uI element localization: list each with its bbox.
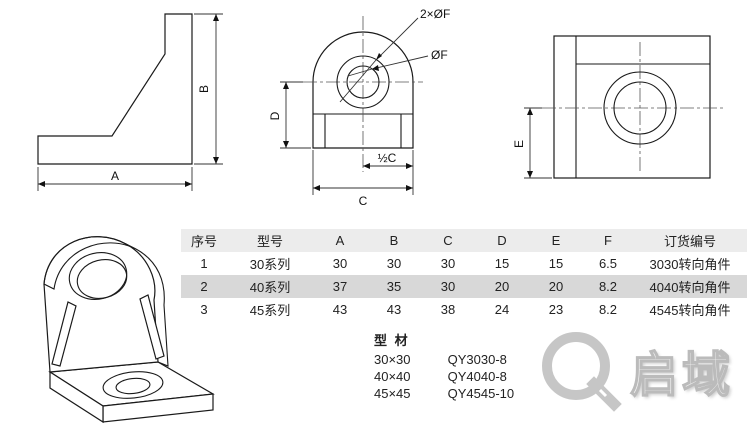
material-item: 45×45 QY4545-10 xyxy=(374,385,514,402)
dim-C: C xyxy=(312,150,414,208)
cell-d: 24 xyxy=(494,302,510,317)
cell-a: 37 xyxy=(332,279,348,294)
bore-outer-circle xyxy=(603,71,677,145)
hole-pattern-label: 2×ØF xyxy=(420,7,450,21)
table-header-row: 序号 型号 A B C D E F 订货编号 xyxy=(181,229,747,252)
cell-f: 8.2 xyxy=(598,302,618,317)
cell-a: 43 xyxy=(332,302,348,317)
plate-hole-inner xyxy=(76,259,128,299)
cell-a: 30 xyxy=(332,256,348,271)
material-size: 40×40 xyxy=(374,369,411,384)
cell-order: 4040转向角件 xyxy=(649,280,731,295)
dim-half-C: ½C xyxy=(363,151,413,169)
brand-name-text: 启域 xyxy=(629,348,735,403)
dim-A-label: A xyxy=(111,169,119,183)
side-view-drawing: B A xyxy=(10,4,250,214)
col-header-d: D xyxy=(497,233,507,248)
cell-c: 38 xyxy=(440,302,456,317)
center-lines xyxy=(303,16,423,172)
col-header-a: A xyxy=(335,233,345,248)
dim-A: A xyxy=(37,167,193,191)
material-item: 40×40 QY4040-8 xyxy=(374,368,514,385)
front-view-svg: 2×ØF ØF D ½C xyxy=(268,7,450,208)
base-hole-inner xyxy=(115,377,151,395)
hole-dia-label: ØF xyxy=(431,48,448,62)
base-hole-outer xyxy=(102,371,164,399)
leader-hole-pattern: 2×ØF xyxy=(339,7,450,103)
col-header-model: 型号 xyxy=(256,234,283,249)
material-code: QY4545-10 xyxy=(447,386,515,401)
table-row: 3 45系列 43 43 38 24 23 8.2 4545转向角件 xyxy=(181,298,747,321)
materials-title: 型 材 xyxy=(374,333,410,348)
left-gusset xyxy=(51,301,77,367)
col-header-b: B xyxy=(389,233,399,248)
front-view-drawing: 2×ØF ØF D ½C xyxy=(268,2,498,220)
cell-b: 30 xyxy=(386,256,402,271)
dim-D: D xyxy=(268,81,311,149)
plate-right-edge xyxy=(135,248,169,367)
cell-d: 20 xyxy=(494,279,510,294)
material-code: QY4040-8 xyxy=(447,369,507,384)
material-item: 30×30 QY3030-8 xyxy=(374,351,514,368)
cell-index: 3 xyxy=(200,302,208,317)
material-size: 30×30 xyxy=(374,352,411,367)
center-lines xyxy=(542,42,724,174)
plate-edges xyxy=(575,36,710,178)
cell-model: 40系列 xyxy=(249,280,291,295)
hole-inner-circle xyxy=(346,65,380,99)
col-header-order: 订货编号 xyxy=(663,234,716,249)
brand-q-logo-icon xyxy=(542,332,622,412)
cell-order: 3030转向角件 xyxy=(649,257,731,272)
cell-index: 1 xyxy=(200,256,208,271)
cell-model: 45系列 xyxy=(249,303,291,318)
dim-half-C-label: ½C xyxy=(378,151,397,165)
right-gusset xyxy=(139,294,165,360)
isometric-view-svg xyxy=(43,236,215,424)
body-outline xyxy=(553,35,711,179)
isometric-view-drawing xyxy=(8,214,248,427)
cell-d: 15 xyxy=(494,256,510,271)
cell-e: 20 xyxy=(548,279,564,294)
material-size: 45×45 xyxy=(374,386,411,401)
dim-E: E xyxy=(512,107,552,179)
cell-c: 30 xyxy=(440,279,456,294)
col-header-f: F xyxy=(604,233,612,248)
dim-B: B xyxy=(194,13,223,165)
bracket-outline xyxy=(37,13,193,165)
cell-f: 6.5 xyxy=(598,256,618,271)
leader-hole-dia: ØF xyxy=(347,48,448,77)
table-row: 2 40系列 37 35 30 20 20 8.2 4040转向角件 xyxy=(181,275,747,298)
col-header-c: C xyxy=(443,233,453,248)
cell-b: 43 xyxy=(386,302,402,317)
brand-watermark: 启域 xyxy=(530,324,734,416)
col-header-e: E xyxy=(551,233,561,248)
dim-E-label: E xyxy=(512,140,526,148)
profile-materials: 型 材 30×30 QY3030-8 40×40 QY4040-8 45×45 … xyxy=(374,332,514,402)
hole-outer-circle xyxy=(336,55,390,109)
cell-index: 2 xyxy=(200,279,208,294)
material-code: QY3030-8 xyxy=(447,352,507,367)
bore-inner-circle xyxy=(613,81,667,135)
table-row: 1 30系列 30 30 30 15 15 6.5 3030转向角件 xyxy=(181,252,747,275)
cell-e: 23 xyxy=(548,302,564,317)
cell-b: 35 xyxy=(386,279,402,294)
spec-table: 序号 型号 A B C D E F 订货编号 1 30系列 30 30 30 1… xyxy=(181,229,747,321)
rear-view-drawing: E xyxy=(512,8,742,208)
cell-model: 30系列 xyxy=(249,257,291,272)
cell-e: 15 xyxy=(548,256,564,271)
col-header-index: 序号 xyxy=(190,234,217,249)
dim-D-label: D xyxy=(268,111,282,120)
cell-c: 30 xyxy=(440,256,456,271)
rear-view-svg: E xyxy=(512,35,724,179)
cell-f: 8.2 xyxy=(598,279,618,294)
cell-order: 4545转向角件 xyxy=(649,303,731,318)
base-left-face xyxy=(49,370,104,424)
dim-B-label: B xyxy=(197,85,211,93)
side-view-svg: B A xyxy=(37,13,223,191)
dim-C-label: C xyxy=(359,194,368,208)
